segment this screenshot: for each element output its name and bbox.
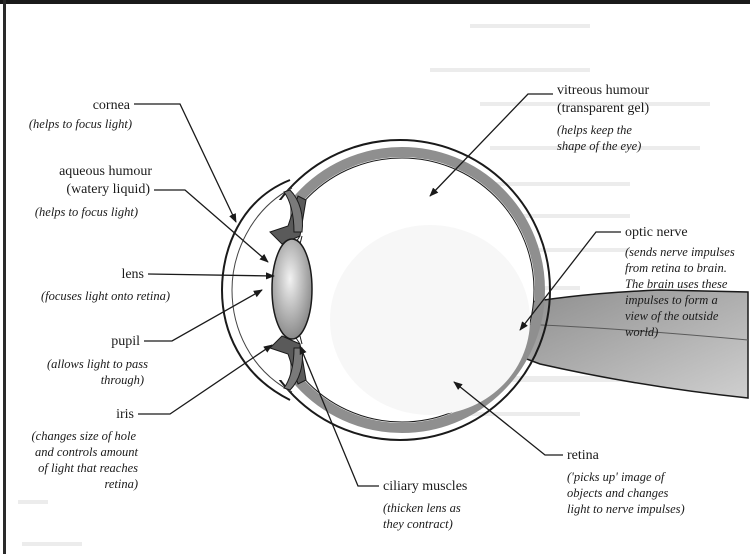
leader-aqueous <box>154 190 268 262</box>
leader-optic-nerve <box>520 232 621 330</box>
leader-vitreous <box>430 94 553 196</box>
leader-retina <box>454 382 563 455</box>
leader-pupil <box>144 290 262 341</box>
leader-iris <box>138 345 272 414</box>
leader-ciliary <box>300 346 379 486</box>
leader-cornea <box>134 104 236 222</box>
leader-lens <box>148 274 274 276</box>
